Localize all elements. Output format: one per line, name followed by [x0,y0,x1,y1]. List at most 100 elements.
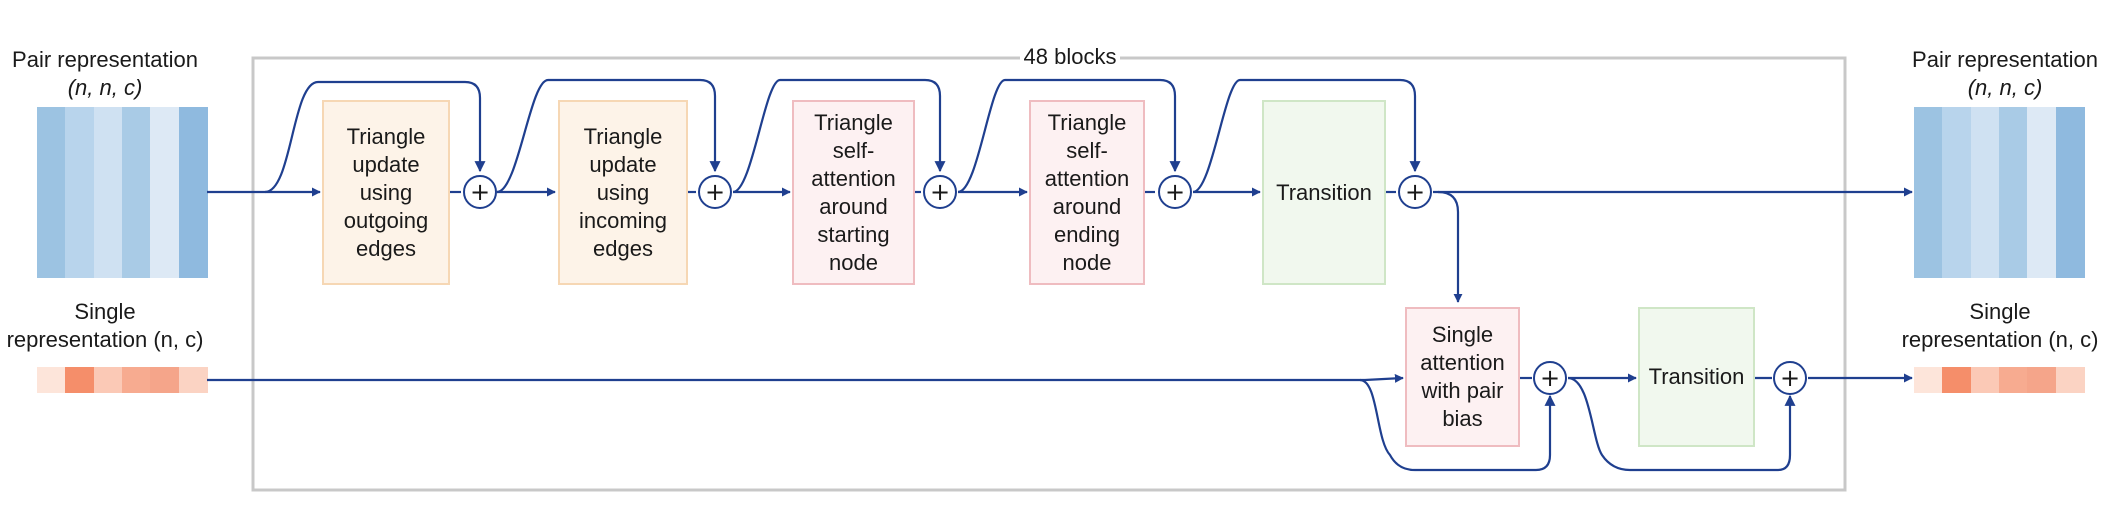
pair-skip-2 [496,78,721,194]
block-text-line: Transition [1648,364,1745,389]
block-text: Single attention with pair bias [1420,321,1504,433]
output-pair-label: Pair representation (n, n, c) [1900,46,2110,102]
heatmap-cell [93,192,123,221]
heatmap-cell [2055,220,2085,250]
add-operator-2: + [698,175,732,209]
add-symbol: + [469,178,491,206]
input-single-label: Single representation (n, c) [0,298,210,354]
heatmap-cell [1914,107,1943,136]
heatmap-cell [2027,107,2057,136]
heatmap-cell [93,220,123,250]
pair-skip-4 [957,78,1181,194]
heatmap-cell [65,135,95,165]
heatmap-cell [122,248,151,278]
heatmap-cell [1942,163,1972,193]
block-single-attention-pair-bias: Single attention with pair bias [1405,307,1520,447]
block-text-line: around [1052,193,1122,219]
output-pair-dims: (n, n, c) [1967,75,2043,100]
add-symbol: + [1404,178,1426,206]
heatmap-cell [1914,135,1943,165]
heatmap-cell [2055,135,2085,165]
heatmap-cell [37,367,66,393]
output-single-label: Single representation (n, c) [1890,298,2110,354]
block-text: Transition [1276,179,1372,207]
repeat-label: 48 blocks [1020,43,1120,71]
heatmap-cell [1970,248,2000,278]
block-text-line: Triangle [346,123,426,149]
block-single-transition: Transition [1638,307,1755,447]
heatmap-cell [122,192,151,221]
single-in-arrow [207,373,1404,383]
block-pair-transition: Transition [1262,100,1386,285]
block-text-line: attention [1044,165,1130,191]
input-pair-title: Pair representation [12,47,198,72]
heatmap-cell [1970,220,2000,250]
heatmap-cell [122,367,151,393]
heatmap-cell [37,135,66,165]
block-text-line: attention [1420,350,1505,375]
input-single-title-1: Single [74,299,136,324]
add-operator-1: + [463,175,497,209]
block-text: Transition [1649,363,1745,391]
heatmap-cell [150,135,180,165]
pair-skip-1 [264,80,486,194]
add-operator-4: + [1158,175,1192,209]
heatmap-cell [2055,107,2085,136]
heatmap-cell [2027,135,2057,165]
output-pair-heatmap [1914,107,2085,278]
add-operator-7: + [1773,361,1807,395]
output-pair-title: Pair representation [1912,47,2098,72]
heatmap-cell [1942,192,1972,221]
heatmap-cell [1914,220,1943,250]
heatmap-cell [178,220,208,250]
block-text-line: Single [1431,322,1494,347]
input-pair-heatmap [37,107,208,278]
block-text-line: self- [1066,137,1108,163]
heatmap-cell [93,107,123,136]
heatmap-cell [1914,248,1943,278]
output-single-title-2: representation (n, c) [1901,327,2099,352]
heatmap-cell [150,220,180,250]
heatmap-cell [1914,192,1943,221]
block-text-line: edges [356,235,416,261]
heatmap-cell [1914,163,1943,193]
pair-skip-5 [1192,78,1421,194]
heatmap-cell [37,192,66,221]
heatmap-cell [2055,248,2085,278]
heatmap-cell [93,163,123,193]
heatmap-cell [1942,107,1972,136]
add-symbol: + [929,178,951,206]
block-text-line: update [589,151,657,177]
heatmap-cell [178,163,208,193]
heatmap-cell [1970,107,2000,136]
heatmap-cell [2027,163,2057,193]
block-text-line: Triangle [583,123,663,149]
heatmap-cell [150,367,180,393]
block-text-line: starting [817,221,890,247]
block-text-line: incoming [578,207,668,233]
output-single-title-1: Single [1969,299,2031,324]
heatmap-cell [1942,248,1972,278]
block-text-line: around [819,193,888,219]
heatmap-cell [37,107,66,136]
heatmap-cell [65,367,95,393]
heatmap-cell [1970,367,2000,393]
block-text-line: Transition [1276,179,1372,205]
heatmap-cell [37,163,66,193]
block-text-line: self- [832,137,875,163]
heatmap-cell [1942,220,1972,250]
input-single-heatmap [37,367,208,393]
heatmap-cell [178,192,208,221]
block-text-line: with pair [1421,378,1504,403]
heatmap-cell [1999,163,2028,193]
block-text-line: bias [1442,406,1483,431]
